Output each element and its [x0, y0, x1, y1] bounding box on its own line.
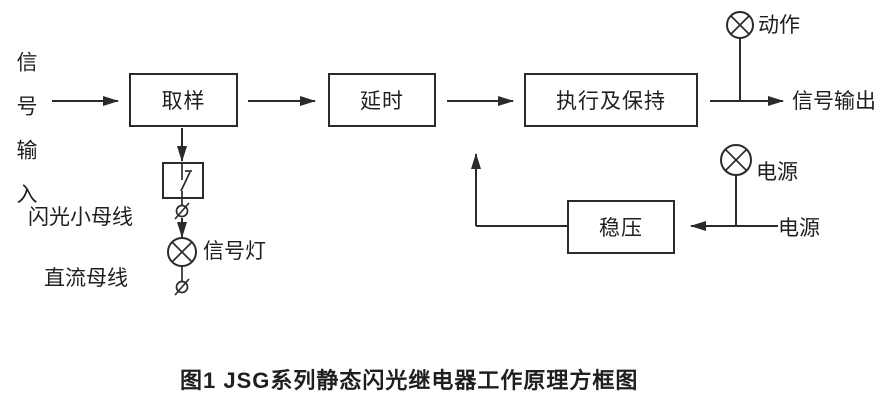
action-lamp-icon [726, 11, 754, 39]
switch-blade-icon [180, 171, 191, 192]
flash-bus-label: 闪光小母线 [28, 206, 133, 229]
terminal-dc-bus-icon [175, 280, 189, 294]
block-sample: 取样 [129, 73, 238, 127]
block-regulator: 稳压 [567, 200, 675, 254]
terminal-flash-bus-slash [174, 202, 190, 220]
block-delay: 延时 [328, 73, 436, 127]
signal-lamp-cross-2 [171, 241, 193, 263]
dc-bus-label: 直流母线 [44, 267, 128, 290]
switch-box [162, 162, 204, 199]
signal-output-label: 信号输出 [792, 90, 876, 113]
action-lamp-label: 动作 [758, 14, 800, 37]
power-lamp-cross-2 [725, 149, 747, 171]
figure-caption: 图1 JSG系列静态闪光继电器工作原理方框图 [180, 368, 639, 393]
terminal-dc-bus-slash [174, 278, 190, 296]
signal-lamp-label: 信号灯 [203, 240, 266, 263]
block-execute-hold: 执行及保持 [524, 73, 698, 127]
power-lamp-label: 电源 [756, 161, 798, 184]
power-lamp-icon [720, 144, 752, 176]
action-lamp-cross-2 [730, 15, 750, 35]
power-source-label: 电源 [778, 217, 820, 240]
terminal-flash-bus-icon [175, 204, 189, 218]
signal-input-label: 信号输入 [14, 51, 37, 227]
